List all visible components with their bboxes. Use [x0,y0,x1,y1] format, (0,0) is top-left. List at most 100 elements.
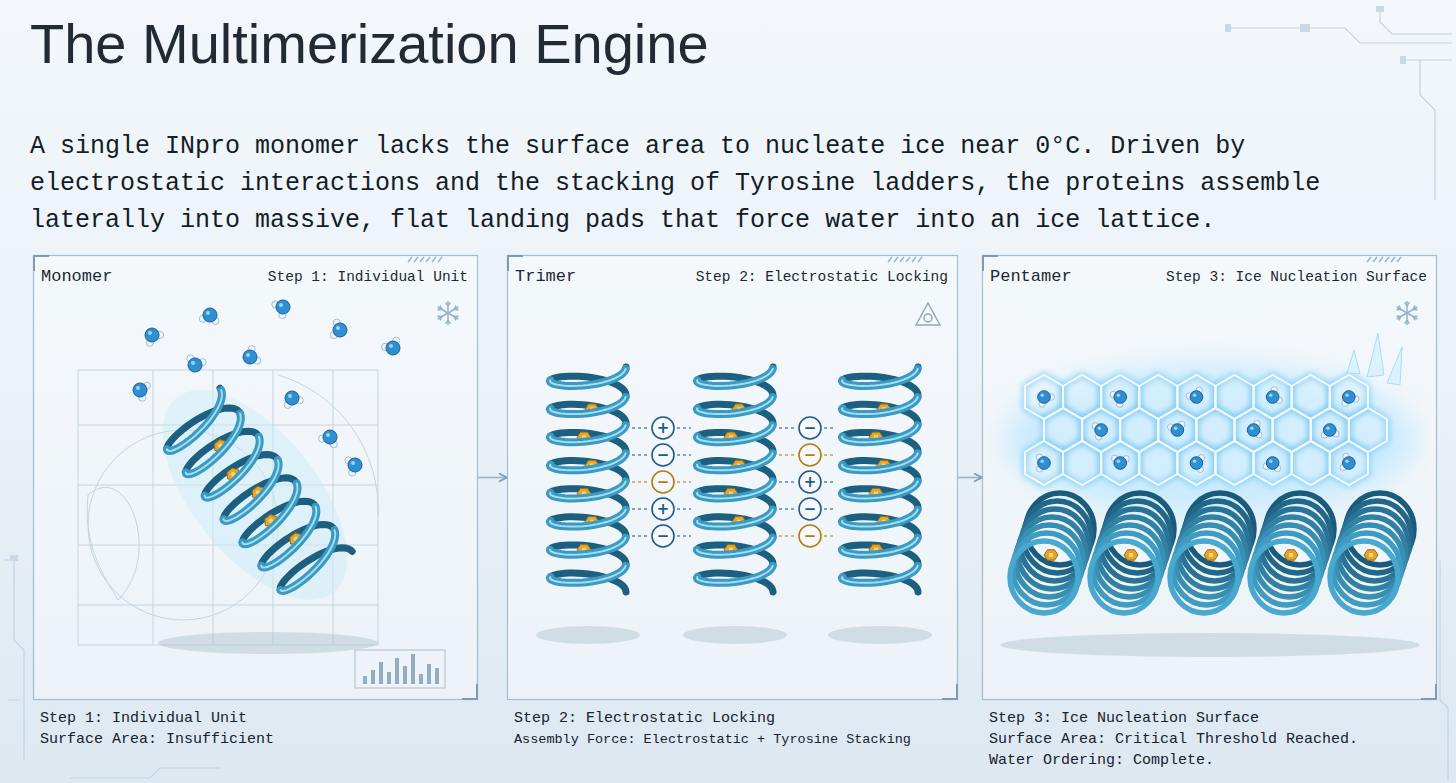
panel-border [983,256,1437,700]
helix-highlight [697,369,773,386]
panel-hatch [408,257,412,262]
tyrosine-residue [1284,550,1298,560]
charge-tick [632,454,649,456]
helix-front [697,369,773,386]
helix-highlight [697,453,773,470]
charge-tick [632,535,649,537]
panel-hatch [900,257,904,262]
trimer-helix [842,367,918,592]
helix-back [697,367,773,592]
helix-front [697,369,773,583]
panel-hatch [918,257,922,262]
mini-chart [395,658,399,684]
water-molecule [1247,420,1262,438]
helix-highlight [697,510,773,527]
water-shine [1040,393,1044,397]
charge-tick [779,535,796,537]
charge-sign: + [654,499,672,519]
helix-front [842,566,918,583]
panel-hatch [1397,257,1401,262]
helix-highlight [842,510,918,527]
helix-back [842,367,918,592]
ice-lattice [1101,441,1139,485]
helix-highlight [842,397,918,414]
snowflake-icon [1413,306,1415,310]
water-oxygen [1266,391,1279,404]
water-shine [389,344,393,348]
helix-front [842,369,918,583]
water-oxygen [1343,457,1356,470]
mini-chart [427,664,431,684]
ice-lattice [1254,441,1292,485]
mini-chart [411,654,415,684]
charge-tick [677,454,691,456]
helix-highlight [550,397,626,414]
helix-ring [1090,541,1158,613]
panel-corner [983,256,1436,699]
step-label: Step 3: Ice Nucleation Surface [1166,269,1427,285]
panel-hatch [894,257,898,262]
water-molecule [1110,391,1126,408]
helix-highlight [273,530,347,595]
charge-badge [652,525,674,547]
panel-illustration [33,255,478,700]
helix-front [842,510,918,527]
water-oxygen [333,323,347,337]
pentamer-helix [1250,493,1334,613]
panel-frame: TrimerStep 2: Electrostatic Locking [507,255,958,700]
tyrosine-residue [1369,553,1373,557]
helix-highlight [178,414,252,479]
charge-tick [824,481,836,483]
charge-tick [779,427,796,429]
ice-shard [1347,333,1402,385]
stage-panel: TrimerStep 2: Electrostatic LockingStep … [507,255,958,750]
blueprint-grid [87,487,139,600]
snowflake-icon [446,302,448,305]
helix-ring [1330,541,1398,613]
ice-lattice [1063,441,1101,485]
illustration [34,256,478,700]
blueprint-grid [153,370,154,645]
helix-front [550,425,626,442]
panel-border [508,256,958,700]
helix-highlight [197,437,271,502]
charge-sign: − [654,526,672,546]
water-oxygen [386,341,400,355]
step-label: Step 1: Individual Unit [268,269,468,285]
panel-border [34,256,478,700]
helix-front [697,425,773,442]
mini-chart [403,666,407,684]
circuit-trace [1440,560,1448,780]
water-shine [1193,393,1197,397]
circuit-pad [1300,24,1310,32]
ice-shard [1387,347,1402,385]
tyrosine-residue [1044,550,1058,560]
charge-tick [779,481,796,483]
panel-heading: Pentamer [990,267,1072,286]
helix-highlight [254,507,328,572]
snowflake-icon [440,317,442,321]
circuit-pad [10,555,18,561]
ice-lattice [1025,441,1063,485]
snowflake-icon [1405,302,1407,305]
stage-note: Surface Area: Insufficient [40,729,471,750]
water-shine [1269,459,1273,463]
helix-front [550,369,626,386]
circuit-trace [1380,12,1452,34]
drop-shadow [828,626,932,644]
ice-shard [1347,350,1360,374]
monomer-helix [128,359,382,631]
page-caption: A single INpro monomer lacks the surface… [30,128,1360,239]
helix-back [158,388,352,602]
snowflake-icon [448,320,450,323]
drop-shadow [683,626,787,644]
tyrosine-residue [1049,553,1053,557]
helix-highlight [842,482,918,499]
charge-badge [799,525,821,547]
triangle-icon [916,303,940,325]
charge-tick [824,454,836,456]
water-shine [1345,459,1349,463]
stage-panel: PentamerStep 3: Ice Nucleation SurfaceSt… [982,255,1437,771]
drop-shadow [536,626,640,644]
helix-highlight [550,510,626,527]
